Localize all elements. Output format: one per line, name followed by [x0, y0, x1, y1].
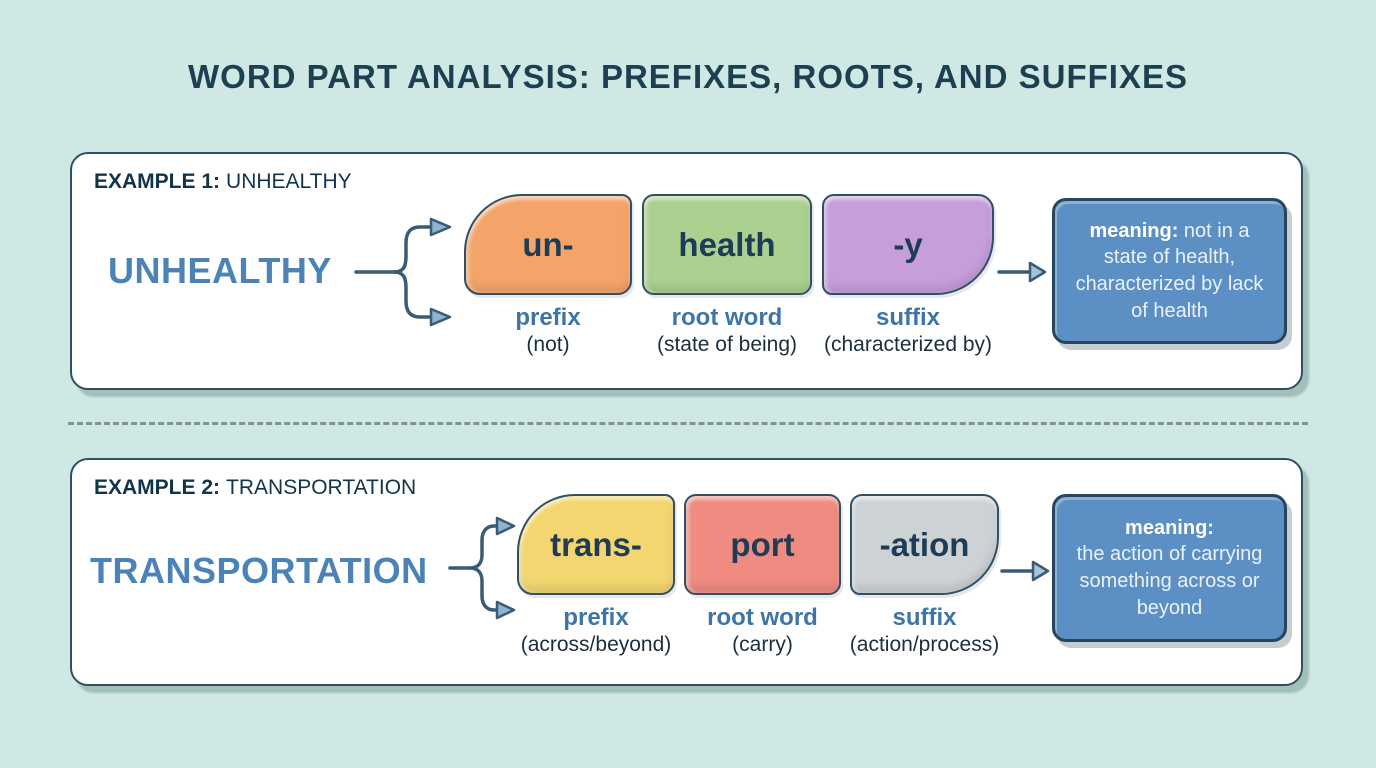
target-word-transportation: TRANSPORTATION: [90, 550, 428, 591]
part-gloss-label: (state of being): [656, 333, 798, 356]
root-box: health: [642, 194, 812, 295]
part-role-label: prefix: [515, 304, 581, 331]
example-2-label: EXAMPLE 2:: [94, 476, 221, 499]
part-role-label: prefix: [563, 604, 629, 631]
suffix-box: -ation: [850, 494, 999, 595]
arrow-right-icon: [997, 261, 1047, 283]
meaning-label: meaning:: [1125, 516, 1214, 539]
example-1-header: EXAMPLE 1:UNHEALTHY: [94, 170, 352, 194]
page-title: WORD PART ANALYSIS: PREFIXES, ROOTS, AND…: [188, 58, 1188, 95]
part-role-label: root word: [707, 604, 818, 631]
prefix-box: un-: [464, 194, 632, 295]
word-part-suffix: -y suffix (characterized by): [822, 194, 994, 374]
part-role-label: suffix: [892, 604, 957, 631]
suffix-box: -y: [822, 194, 994, 295]
fork-arrows-icon: [448, 516, 516, 620]
dashed-divider: [68, 422, 1308, 425]
target-word-unhealthy: UNHEALTHY: [108, 250, 332, 291]
prefix-box: trans-: [517, 494, 675, 595]
part-role-label: root word: [671, 304, 783, 331]
root-box: port: [684, 494, 841, 595]
meaning-text: meaning: not in a state of health, chara…: [1075, 219, 1264, 322]
example-2-panel: EXAMPLE 2:TRANSPORTATION TRANSPORTATION …: [70, 458, 1303, 686]
example-2-header-word: TRANSPORTATION: [226, 476, 417, 499]
word-part-root: port root word (carry): [684, 494, 841, 674]
part-role-label: suffix: [875, 304, 941, 331]
example-1-label: EXAMPLE 1:: [94, 170, 221, 193]
example-1-header-word: UNHEALTHY: [226, 170, 352, 193]
word-part-root: health root word (state of being): [642, 194, 812, 374]
fork-arrows-icon: [354, 217, 452, 327]
meaning-box: meaning: not in a state of health, chara…: [1052, 198, 1287, 344]
example-2-header: EXAMPLE 2:TRANSPORTATION: [94, 476, 416, 500]
arrow-right-icon: [1000, 560, 1050, 582]
meaning-text: meaning: the action of carrying somethin…: [1067, 515, 1273, 621]
word-part-prefix: un- prefix (not): [464, 194, 632, 374]
part-gloss-label: (action/process): [849, 633, 1000, 656]
example-1-panel: EXAMPLE 1:UNHEALTHY UNHEALTHY un- prefix…: [70, 152, 1303, 390]
word-part-prefix: trans- prefix (across/beyond): [517, 494, 675, 674]
part-gloss-label: (across/beyond): [520, 633, 672, 656]
part-gloss-label: (carry): [732, 633, 793, 656]
part-gloss-label: (characterized by): [823, 333, 993, 356]
word-part-suffix: -ation suffix (action/process): [850, 494, 999, 674]
meaning-label: meaning:: [1089, 219, 1179, 242]
meaning-box: meaning: the action of carrying somethin…: [1052, 494, 1287, 642]
part-gloss-label: (not): [526, 333, 570, 356]
